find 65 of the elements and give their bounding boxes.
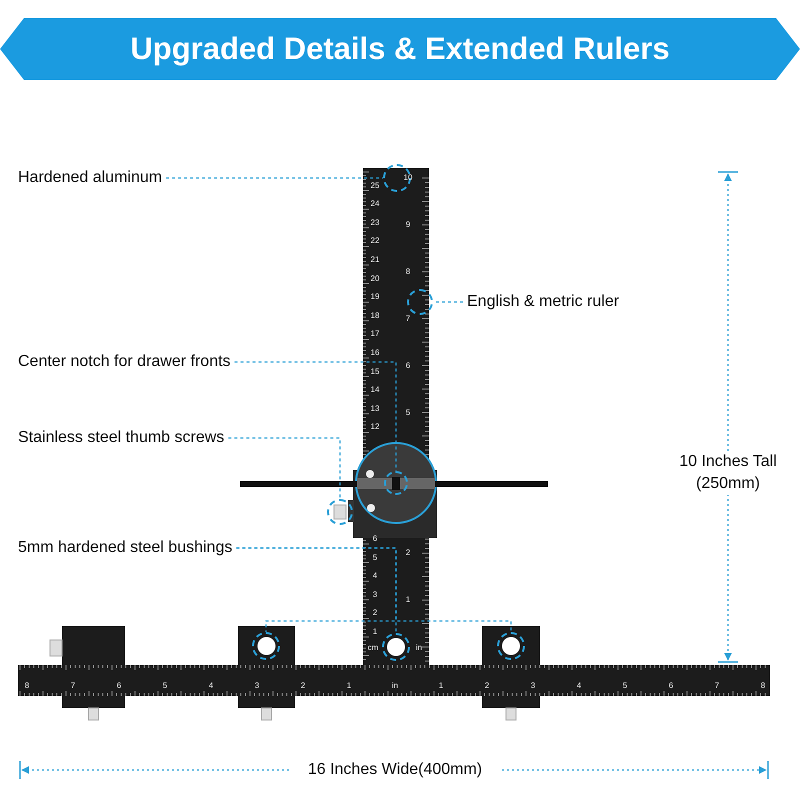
leader-line	[166, 177, 383, 179]
highlight-circle	[497, 632, 525, 660]
callout-label: Hardened aluminum	[18, 168, 162, 188]
ruler-number: 23	[370, 218, 380, 228]
ruler-number: 6	[372, 534, 378, 544]
unit-label: in	[390, 681, 400, 691]
ruler-number: 7	[70, 681, 76, 691]
ruler-number: 15	[370, 366, 380, 377]
ruler-number: 5	[404, 408, 412, 418]
ruler-number: 6	[668, 681, 674, 691]
callout-label: Center notch for drawer fronts	[18, 352, 231, 372]
ruler-number: 18	[370, 310, 380, 321]
ruler-number: 6	[116, 681, 122, 691]
ruler-number: 2	[484, 681, 490, 691]
ruler-number: 9	[404, 220, 412, 230]
ruler-number: 4	[576, 681, 582, 691]
ruler-number: 4	[372, 571, 378, 582]
ruler-number: 1	[404, 595, 412, 606]
leader-line	[236, 547, 512, 632]
ruler-number: 24	[370, 199, 380, 210]
ruler-number: 3	[372, 590, 378, 600]
ruler-number: 3	[254, 681, 260, 691]
ruler-number: 3	[530, 681, 536, 691]
ruler-number: 25	[370, 180, 380, 191]
ruler-number: 1	[346, 681, 352, 691]
unit-label: in	[414, 643, 424, 653]
ruler-number: 22	[370, 236, 380, 246]
ruler-number: 20	[370, 274, 380, 284]
unit-label: cm	[366, 643, 380, 653]
ruler-number: 5	[622, 681, 628, 691]
title-banner: Upgraded Details & Extended Rulers	[0, 18, 800, 80]
ruler-number: 5	[372, 552, 378, 563]
ruler-number: 10	[402, 173, 414, 183]
ruler-number: 21	[370, 255, 380, 265]
ruler-number: 13	[370, 404, 380, 414]
ruler-number: 19	[370, 292, 380, 302]
highlight-circle	[384, 471, 408, 495]
callout-label: English & metric ruler	[467, 292, 620, 312]
ruler-number: 8	[404, 266, 412, 277]
callout-label: 5mm hardened steel bushings	[18, 538, 232, 558]
ruler-number: 14	[370, 385, 380, 396]
ruler-number: 16	[370, 348, 380, 358]
ruler-number: 4	[208, 681, 214, 691]
leader-line	[228, 437, 341, 499]
ruler-number: 1	[372, 627, 378, 637]
highlight-circle	[382, 633, 410, 661]
ruler-number: 2	[404, 548, 412, 558]
ruler-number: 8	[24, 681, 30, 691]
ruler-number: 12	[370, 422, 380, 432]
leader-line	[433, 301, 463, 303]
ruler-number: 1	[438, 681, 444, 691]
callout-label: Stainless steel thumb screws	[18, 428, 224, 448]
highlight-circle	[407, 289, 433, 315]
highlight-circle	[252, 632, 280, 660]
leader-line	[234, 361, 397, 471]
ruler-number: 2	[372, 608, 378, 618]
ruler-number: 7	[714, 681, 720, 691]
ruler-number: 7	[404, 314, 412, 324]
ruler-number: 2	[300, 681, 306, 691]
ruler-number: 17	[370, 329, 380, 340]
ruler-number: 8	[760, 681, 766, 691]
ruler-number: 6	[404, 360, 412, 371]
highlight-circle	[327, 499, 353, 525]
ruler-number: 5	[162, 681, 168, 691]
highlight-circle	[383, 164, 411, 192]
